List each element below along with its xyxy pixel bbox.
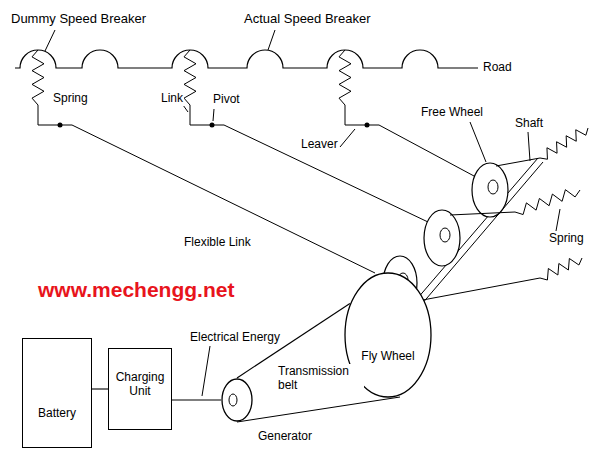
return-spring [515, 190, 580, 215]
charging-unit-box: Charging Unit [108, 348, 172, 430]
node-label: Battery [23, 407, 91, 421]
return-spring [496, 158, 540, 166]
flexible-link [224, 125, 428, 222]
leader-line [470, 122, 486, 162]
leader-line [183, 105, 188, 112]
node-ellipse [222, 379, 252, 421]
wheel-hub [488, 180, 498, 194]
leader-line [202, 346, 210, 396]
part-label: Free Wheel [420, 106, 484, 120]
connector-wire [172, 399, 221, 400]
node-outline [221, 378, 253, 422]
breaker-spring [184, 50, 196, 105]
generator-circle: Generator [221, 378, 253, 422]
flexible-link [72, 125, 375, 273]
edge-label: Electrical Energy [188, 330, 282, 344]
road-line [15, 50, 478, 68]
part-label: Spring [548, 232, 585, 246]
leader-line [528, 132, 530, 161]
leaver-bar [345, 124, 379, 125]
leader-line [556, 209, 560, 231]
leader-line [340, 129, 355, 147]
part-label: Road [482, 61, 513, 75]
node-label: Fly Wheel [344, 350, 432, 364]
spring-link [190, 105, 191, 125]
part-label: Shaft [514, 117, 544, 131]
breaker-spring [32, 50, 44, 105]
part-label: Spring [52, 92, 89, 106]
edge-label: Transmission belt [276, 364, 364, 393]
pivot-dot [58, 123, 63, 128]
belt-line [237, 397, 400, 422]
part-label: Pivot [212, 93, 241, 107]
spring-link [345, 105, 346, 125]
free-wheel [424, 210, 460, 266]
node-label: Generator [258, 430, 312, 444]
leaver-bar [38, 124, 72, 125]
watermark: www.mechengg.net [37, 278, 235, 302]
connector-wire [92, 388, 108, 389]
battery-box: Battery [22, 338, 92, 448]
leader-line [45, 30, 55, 51]
breaker-spring [339, 50, 351, 105]
part-label: Flexible Link [183, 236, 252, 250]
pivot-dot [210, 123, 215, 128]
return-spring [450, 212, 515, 215]
leaver-bar [190, 124, 224, 125]
part-label: Link [160, 92, 184, 106]
generator-hub [229, 394, 237, 406]
part-label: Actual Speed Breaker [243, 12, 371, 27]
flexible-link [379, 125, 474, 176]
spring-link [38, 105, 39, 125]
free-wheel [472, 163, 508, 217]
return-spring [412, 278, 540, 302]
part-label: Dummy Speed Breaker [10, 12, 147, 27]
node-label: Charging Unit [109, 371, 171, 399]
part-label: Leaver [300, 138, 339, 152]
pivot-dot [365, 123, 370, 128]
return-spring [540, 258, 582, 280]
return-spring [540, 128, 588, 159]
wheel-hub [440, 228, 450, 242]
leader-line [213, 109, 214, 121]
leader-line [268, 30, 275, 50]
